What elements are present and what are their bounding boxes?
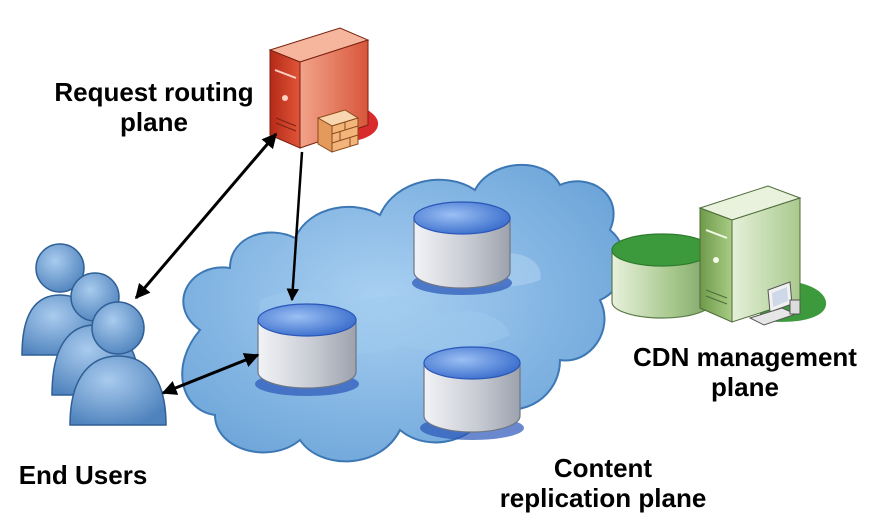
cdn-management-label-line1: CDN management xyxy=(633,342,857,372)
content-replication-label-line1: Content xyxy=(553,453,653,483)
routing-to-replica-arrow xyxy=(286,151,304,302)
replica-disk-bottom xyxy=(420,346,524,440)
users-to-routing-arrow xyxy=(134,132,278,300)
content-replication-label-line2: replication plane xyxy=(499,483,707,513)
management-disk-icon xyxy=(611,233,713,319)
cdn-management-label-line2: plane xyxy=(711,372,779,402)
content-replication-cloud xyxy=(181,164,626,463)
cdn-management-server-icon xyxy=(611,185,827,326)
end-users-label: End Users xyxy=(6,460,160,490)
end-users-icon xyxy=(21,243,167,426)
content-replication-plane-label: Content replication plane xyxy=(478,453,728,513)
replica-disk-top xyxy=(412,201,512,295)
request-routing-label-line1: Request routing xyxy=(54,77,254,107)
request-routing-plane-label: Request routing plane xyxy=(38,77,270,137)
end-users-label-line1: End Users xyxy=(18,460,148,490)
user-front-icon xyxy=(69,301,167,426)
replica-disk-left xyxy=(255,303,359,396)
request-routing-label-line2: plane xyxy=(120,107,188,137)
firewall-icon xyxy=(316,109,360,153)
request-routing-server-icon xyxy=(268,27,379,153)
workstation-icon xyxy=(748,281,801,326)
cdn-management-plane-label: CDN management plane xyxy=(616,342,874,402)
replica-to-users-arrow xyxy=(161,353,260,395)
